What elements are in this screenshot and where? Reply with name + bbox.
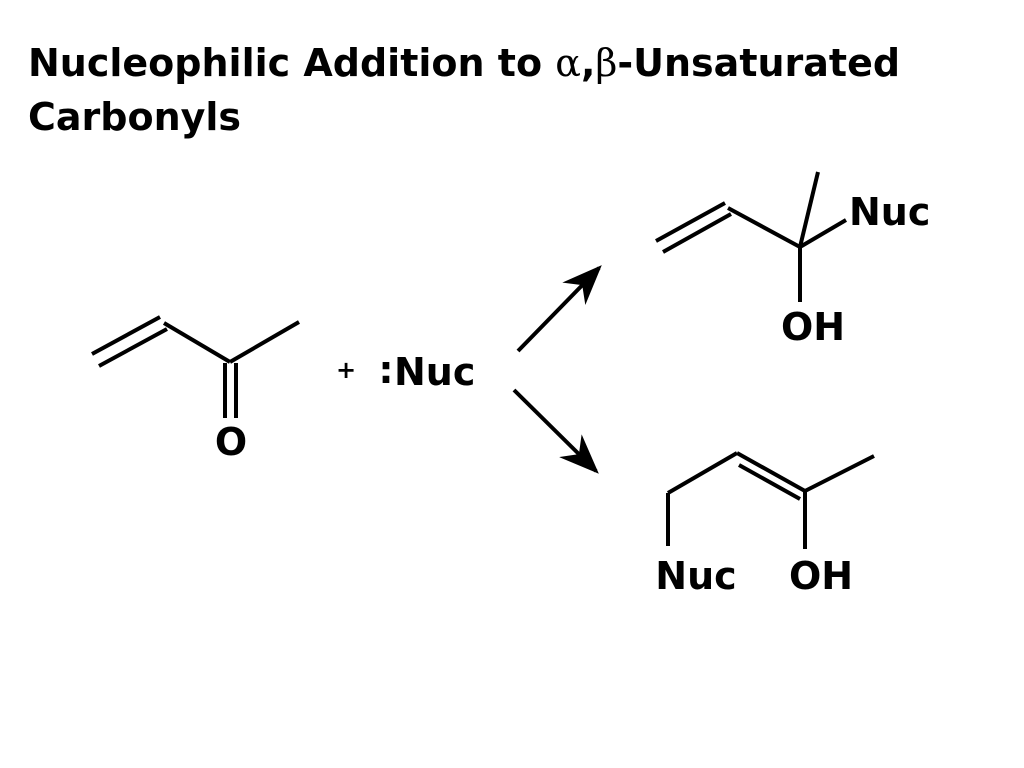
p12-oh-label: OH (781, 305, 845, 349)
title-text-2: -Unsaturated Carbonyls (28, 41, 901, 139)
p14-oh-label: OH (789, 554, 853, 598)
p14-nuc-label: Nuc (655, 554, 736, 598)
title-text-1: Nucleophilic Addition to (28, 41, 556, 85)
slide-title: Nucleophilic Addition to α,β-Unsaturated… (28, 36, 1008, 144)
title-beta: β (595, 41, 618, 85)
reactant-chain-bond (162, 321, 232, 364)
product-14-structure: Nuc OH (655, 451, 875, 598)
title-comma: , (580, 41, 596, 85)
reactant-structure: O (91, 315, 301, 464)
reagent: + : Nuc (336, 348, 475, 394)
p12-nuc-bond (798, 218, 848, 249)
p14-alkene-bond-1 (736, 451, 806, 493)
product-12-structure: Nuc OH (655, 171, 930, 349)
p12-methyl-bond (798, 171, 820, 248)
p14-chain-bond (666, 451, 739, 495)
lone-pair: : (378, 348, 393, 392)
reactant-vinyl-bond-1 (91, 315, 161, 356)
p12-nuc-label: Nuc (849, 190, 930, 234)
reactant-oxygen: O (215, 420, 247, 464)
arrow-to-12-product (516, 265, 602, 353)
p14-methyl-bond (804, 454, 875, 493)
reactant-vinyl-bond-2 (98, 327, 168, 368)
p12-vinyl-bond-2 (662, 212, 732, 254)
title-alpha: α (555, 41, 581, 85)
p14-alkene-bond-2 (738, 463, 801, 501)
reactant-methyl-bond (228, 320, 301, 364)
p12-chain-bond (727, 206, 801, 249)
plus-sign: + (336, 356, 356, 384)
p12-vinyl-bond-1 (655, 201, 726, 243)
nucleophile-label: Nuc (394, 350, 475, 394)
arrow-to-14-product (512, 388, 599, 474)
